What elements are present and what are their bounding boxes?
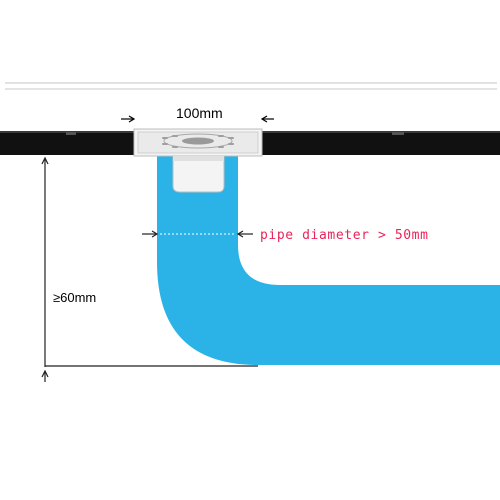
pipe-diameter-label: pipe diameter > 50mm [260,228,429,243]
drain-pipe [157,152,500,365]
slab-notch [392,132,404,135]
slab-notch [66,132,76,135]
width-dimension [121,115,274,123]
pipe-diameter-dimension [142,230,253,238]
depth-label: ≥60mm [53,290,97,305]
depth-dimension [41,156,258,382]
drain-width-label: 100mm [176,105,223,121]
floor-slab-right [262,131,500,155]
floor-slab-right-highlight [262,131,500,133]
floor-drain-icon [133,128,263,193]
